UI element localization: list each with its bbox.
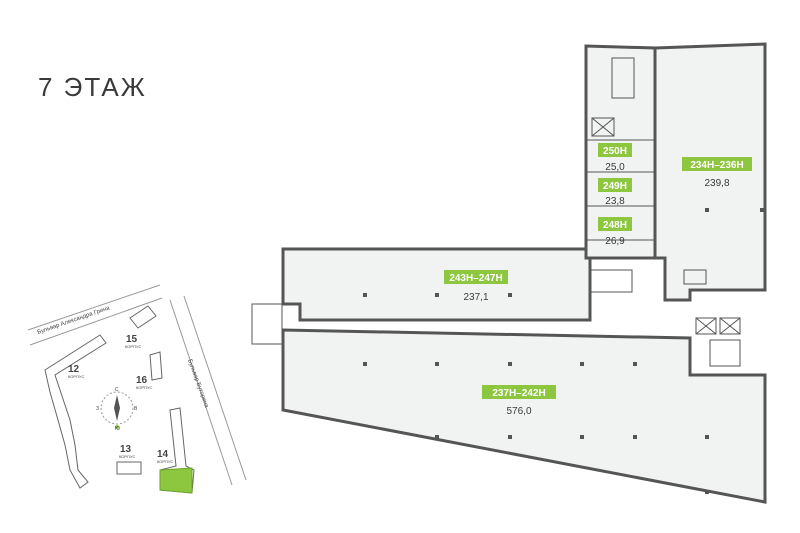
unit-237h-area: 576,0 [506,406,531,417]
building-15[interactable] [129,305,157,329]
unit-249h-label: 249Н [603,181,627,192]
unit-243h-area: 237,1 [463,292,488,303]
street-line [29,297,163,346]
unit-237h-label: 237Н–242Н [492,388,545,399]
unit-248h-label: 248Н [603,220,627,231]
compass-s: Ю [115,426,120,432]
building-13-number: 13 [120,444,132,455]
unit-243h-247h[interactable]: 243Н–247Н 237,1 [444,270,508,303]
structural-columns [363,208,764,494]
compass-w: З [96,406,99,412]
building-16-korpus: КОРПУС [136,385,152,390]
compass-icon: С Ю З В [96,387,138,432]
building-13-korpus: КОРПУС [119,454,135,459]
unit-248h[interactable]: 248Н 26,9 [598,217,632,247]
unit-250h-badge [598,143,632,157]
unit-234h-label: 234Н–236Н [690,160,743,171]
unit-234h-badge [682,157,752,171]
building-13[interactable] [116,461,142,475]
unit-248h-area: 26,9 [605,236,625,247]
street-line [169,299,233,486]
street-line [183,295,247,481]
unit-250h[interactable]: 250Н 25,0 [598,143,632,173]
building-14-korpus: КОРПУС [157,459,173,464]
unit-243h-badge [444,270,508,284]
building-12[interactable] [44,334,107,489]
building-12-number: 12 [68,364,80,375]
unit-250h-area: 25,0 [605,162,625,173]
unit-249h[interactable]: 249Н 23,8 [598,178,632,207]
unit-237h-badge [482,385,556,399]
building-14-number: 14 [157,449,169,460]
unit-237h-242h[interactable]: 237Н–242Н 576,0 [482,385,556,417]
unit-249h-area: 23,8 [605,196,625,207]
unit-249h-badge [598,178,632,192]
compass-e: В [134,406,138,412]
unit-234h-area: 239,8 [704,178,729,189]
building-12-korpus: КОРПУС [68,374,84,379]
building-outline [281,42,767,504]
floor-title: 7 ЭТАЖ [38,72,147,102]
unit-248h-badge [598,217,632,231]
unit-234h-236h[interactable]: 234Н–236Н 239,8 [682,157,752,189]
building-14-highlight[interactable] [159,467,193,494]
core-details [251,57,741,367]
street-line [27,284,161,331]
unit-250h-label: 250Н [603,146,627,157]
building-15-number: 15 [126,334,138,345]
building-15-korpus: КОРПУС [125,344,141,349]
street-right-label: Бульвар Буторина [186,359,209,410]
building-16-number: 16 [136,375,148,386]
unit-243h-label: 243Н–247Н [449,273,502,284]
site-map: Бульвар Александра Грина Бульвар Буторин… [27,284,247,494]
compass-n: С [115,387,119,393]
building-16[interactable] [149,351,163,381]
